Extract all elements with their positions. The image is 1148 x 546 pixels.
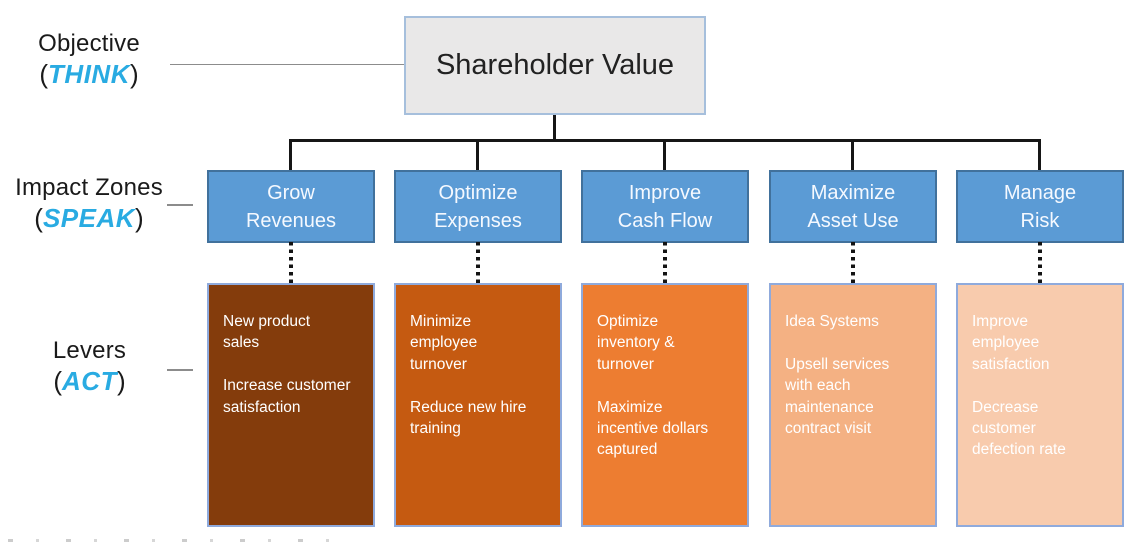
shareholder-value-box: Shareholder Value bbox=[404, 16, 706, 115]
dotted-connector bbox=[663, 242, 667, 283]
lever-box-manage-risk: Improve employee satisfaction Decrease c… bbox=[956, 283, 1124, 527]
cropped-caption-fragment bbox=[8, 539, 343, 542]
dotted-connector bbox=[289, 242, 293, 283]
levers-leader-dash bbox=[167, 369, 193, 371]
zone-box-improve-cash-flow: Improve Cash Flow bbox=[581, 170, 749, 243]
zone-connector-line bbox=[476, 139, 479, 170]
zone-connector-line bbox=[851, 139, 854, 170]
paren-close: ) bbox=[116, 366, 126, 396]
paren-close: ) bbox=[135, 203, 144, 233]
lever-box-optimize-expenses: Minimize employee turnover Reduce new hi… bbox=[394, 283, 562, 527]
impact-zones-title: Impact Zones bbox=[15, 174, 163, 201]
lever-box-grow-revenues: New product sales Increase customer sati… bbox=[207, 283, 375, 527]
row-label-levers: Levers (ACT) bbox=[12, 337, 167, 397]
levers-title: Levers bbox=[52, 337, 127, 364]
paren-close: ) bbox=[129, 59, 139, 89]
objective-leader-line bbox=[170, 64, 404, 65]
impact-zones-keyword-line: (SPEAK) bbox=[5, 202, 173, 234]
paren-open: ( bbox=[53, 366, 63, 396]
zone-connector-line bbox=[1038, 139, 1041, 170]
levers-keyword-line: (ACT) bbox=[12, 365, 167, 397]
root-connector-line bbox=[553, 115, 556, 142]
paren-open: ( bbox=[34, 203, 43, 233]
row-label-impact-zones: Impact Zones (SPEAK) bbox=[5, 174, 173, 234]
row-label-objective: Objective (THINK) bbox=[8, 30, 170, 90]
lever-box-improve-cash-flow: Optimize inventory & turnover Maximize i… bbox=[581, 283, 749, 527]
dotted-connector bbox=[851, 242, 855, 283]
impact-zones-leader-dash bbox=[167, 204, 193, 206]
zone-connector-line bbox=[289, 139, 292, 170]
dotted-connector bbox=[476, 242, 480, 283]
paren-open: ( bbox=[39, 59, 49, 89]
zone-box-optimize-expenses: Optimize Expenses bbox=[394, 170, 562, 243]
levers-keyword: ACT bbox=[62, 366, 117, 396]
dotted-connector bbox=[1038, 242, 1042, 283]
zone-box-manage-risk: Manage Risk bbox=[956, 170, 1124, 243]
zone-connector-line bbox=[663, 139, 666, 170]
objective-keyword-line: (THINK) bbox=[8, 58, 170, 90]
shareholder-value-label: Shareholder Value bbox=[435, 49, 675, 81]
zone-box-grow-revenues: Grow Revenues bbox=[207, 170, 375, 243]
lever-box-maximize-asset-use: Idea Systems Upsell services with each m… bbox=[769, 283, 937, 527]
zone-box-maximize-asset-use: Maximize Asset Use bbox=[769, 170, 937, 243]
impact-zones-keyword: SPEAK bbox=[42, 203, 136, 233]
objective-keyword: THINK bbox=[48, 59, 130, 89]
objective-title: Objective bbox=[38, 30, 140, 57]
